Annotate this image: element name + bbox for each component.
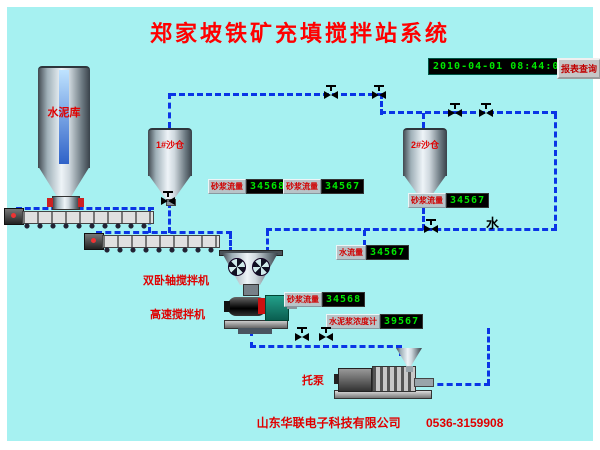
hs-mixer-label: 高速搅拌机 [150,309,205,321]
phone-number: 0536-3159908 [425,416,504,430]
display-value: 34567 [366,245,410,260]
sand-silo-1-body [148,128,192,176]
valve-icon[interactable] [324,85,338,99]
water-flow-display: 水流量 34567 [336,245,410,260]
display-label: 砂浆流量 [283,179,321,194]
pipe [168,93,171,128]
hs-mixer-motor-cap [224,301,230,312]
hs-mixer-coupling [258,298,265,314]
pipe [229,233,232,253]
sand-silo-2-label: 2#沙仓 [410,140,439,150]
pipe [487,328,490,385]
slurry-flow-display-3: 砂浆流量 34567 [408,193,490,208]
sand-silo-2-body [403,128,447,176]
pipe [380,93,383,115]
valve-icon[interactable] [372,85,386,99]
slurry-density-display: 水泥浆浓度计 39567 [326,314,424,329]
pipe [170,93,383,96]
discharge-flange-left [47,198,53,207]
pump-label: 托泵 [302,375,324,387]
valve-icon[interactable] [448,103,462,117]
conveyor2-motor [84,233,104,250]
conveyor1-rollers [24,223,150,229]
display-value: 34567 [321,179,365,194]
pipe [250,330,253,348]
pump-outlet-shaft [414,378,434,387]
pump-finned-body [372,366,416,392]
pipe [422,208,425,230]
hs-mixer-pedestal [238,328,272,334]
display-value: 34567 [446,193,490,208]
slurry-flow-display-2: 砂浆流量 34567 [283,179,365,194]
valve-icon[interactable] [161,191,175,205]
pump-motor [338,368,372,392]
pipe [266,230,269,253]
pipe [428,383,490,386]
sensor-valve-icon[interactable] [295,327,309,341]
page-title: 郑家坡铁矿充填搅拌站系统 [149,21,450,46]
water-label: 水 [486,216,500,231]
datetime-display: 2010-04-01 08:44:02 [428,58,572,75]
twin-mixer-label: 双卧轴搅拌机 [143,275,209,287]
cement-silo-label: 水泥库 [47,107,81,119]
pipe [168,202,171,233]
display-label: 砂浆流量 [408,193,446,208]
display-value: 39567 [380,314,424,329]
conveyor1-motor [4,208,24,225]
company-name: 山东华联电子科技有限公司 [256,416,401,430]
sensor-valve-icon[interactable] [319,327,333,341]
pipe [363,230,366,246]
display-label: 水泥浆浓度计 [326,314,380,329]
pipe [422,113,425,128]
display-value: 34568 [246,179,290,194]
display-value: 34568 [322,292,366,307]
display-label: 水流量 [336,245,366,260]
mixer-blade-icon [228,258,246,276]
valve-icon[interactable] [479,103,493,117]
pipe [266,228,557,231]
pipe [16,207,154,210]
slurry-flow-display-1: 砂浆流量 34568 [208,179,290,194]
twin-mixer-outlet [243,284,259,296]
cement-silo-level-gauge [59,70,69,164]
conveyor2-rollers [104,247,216,253]
valve-icon[interactable] [424,219,438,233]
cement-silo-discharge [52,196,80,210]
pipe [554,113,557,230]
footer-text: 山东华联电子科技有限公司 0536-3159908 [160,414,600,431]
slurry-flow-display-4: 砂浆流量 34568 [284,292,366,307]
hs-mixer-motor [228,297,266,316]
display-label: 砂浆流量 [284,292,322,307]
mixer-blade-icon [252,258,270,276]
report-query-button[interactable]: 报表查询 [557,58,600,79]
pipe [96,231,232,234]
sand-silo-1-label: 1#沙仓 [155,140,184,150]
display-label: 砂浆流量 [208,179,246,194]
discharge-flange-right [78,198,84,207]
pipe [250,345,402,348]
pump-hopper-stem [406,366,413,372]
pump-motor-cap [334,374,339,384]
pipe [380,111,557,114]
